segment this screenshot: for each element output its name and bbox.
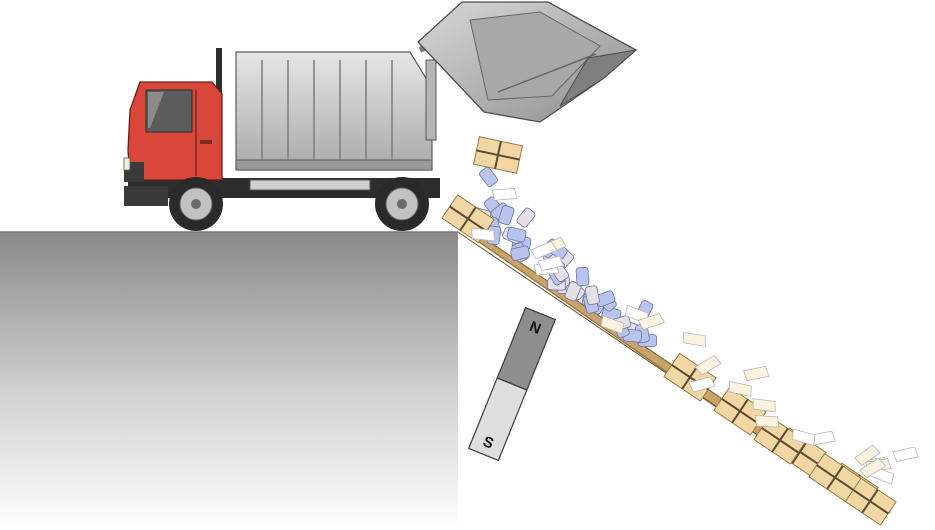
truck-cab: [123, 81, 223, 206]
aluminum-can: [510, 245, 531, 261]
cardboard-box: [753, 415, 807, 465]
garbage-truck: [123, 1, 638, 231]
paper-scrap: [728, 380, 752, 397]
paper-scrap: [688, 376, 716, 393]
paper-scrap: [530, 240, 558, 260]
aluminum-can: [584, 285, 600, 306]
magnet-north-half: [496, 306, 557, 391]
front-wheel: [169, 177, 223, 231]
paper-scrap: [755, 415, 780, 428]
paper-scrap: [637, 312, 665, 331]
paper-scrap: [853, 444, 881, 466]
aluminum-can: [564, 281, 582, 302]
paper-scrap: [491, 187, 518, 201]
paper-scrap: [471, 227, 495, 242]
paper-scrap: [537, 255, 565, 272]
ground-platform: [0, 231, 458, 530]
aluminum-can: [498, 205, 515, 226]
tipping-hopper: [417, 1, 638, 123]
paper-scrap: [791, 428, 816, 447]
aluminum-can: [479, 166, 498, 187]
cardboard-box: [808, 452, 862, 503]
aluminum-can: [506, 226, 527, 243]
paper-scrap: [600, 315, 625, 335]
bar-magnet: N S: [467, 306, 557, 462]
truck-body: [235, 51, 433, 171]
paper-scrap: [859, 457, 887, 479]
magnet-south-half: [467, 377, 528, 462]
paper-scrap: [892, 446, 919, 463]
paper-scrap: [752, 398, 776, 413]
cardboard-box: [713, 386, 767, 436]
paper-scrap: [743, 365, 770, 382]
aluminum-can: [516, 207, 536, 228]
paper-scrap: [694, 355, 722, 376]
paper-scrap: [683, 331, 706, 347]
rear-wheel: [375, 177, 429, 231]
aluminum-can: [575, 266, 590, 287]
cardboard-box: [843, 476, 897, 526]
debris-layer: [441, 136, 919, 526]
cardboard-box: [472, 136, 524, 174]
